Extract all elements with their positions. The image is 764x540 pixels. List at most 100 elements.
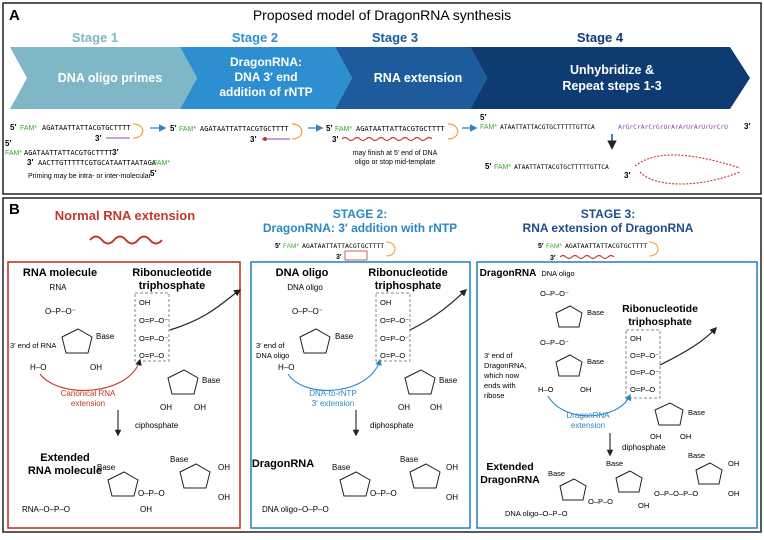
chem-triphosphate: O=P–O <box>380 351 405 360</box>
col2-3prime-2: DNA oligo <box>256 351 289 360</box>
chem-triphosphate: O=P–O <box>139 351 164 360</box>
chem-h-o: H–O <box>538 385 554 394</box>
strand-5-end: 5′ <box>275 243 281 250</box>
stage2-label-1: DragonRNA: <box>230 55 302 69</box>
col3-box <box>476 261 758 529</box>
stage3-note-2: oligo or stop mid-template <box>355 159 436 166</box>
strand-5-end: 5′ <box>485 162 491 171</box>
stage3-label: RNA extension <box>374 71 462 85</box>
fam-label: FAM* <box>20 125 37 132</box>
chem-base: Base <box>400 455 419 464</box>
product-sugar-3 <box>695 462 723 485</box>
product-sugar-2 <box>179 463 211 489</box>
chem-oh: OH <box>650 432 661 441</box>
fam-label: FAM* <box>546 243 562 250</box>
chem-base: Base <box>97 463 116 472</box>
col1-arc-label-1: Canonical RNA <box>61 389 116 398</box>
col3-title-1: STAGE 3: <box>581 207 635 221</box>
strand-5-end: 5′ <box>150 169 156 178</box>
dna-sequence: AGATAATTATTACGTGCTTTT <box>42 124 131 132</box>
col2-title-2: DragonRNA: 3′ addition with rNTP <box>263 221 457 235</box>
chem-oh: OH <box>638 501 649 510</box>
rna-squiggle <box>89 235 163 245</box>
col3-left-label: DragonRNA <box>480 268 537 279</box>
panel-b-frame <box>2 197 762 533</box>
dna-sequence: AGATAATTATTACGTGCTTTT <box>24 149 113 157</box>
col2-box <box>250 261 471 529</box>
strand-3-end: 3′ <box>95 134 101 143</box>
col3-sugar-ring <box>555 305 583 328</box>
stage4-strands: 5′ FAM* ATAATTATTACGTGCTTTTTGTTCA ArGrCr… <box>480 113 750 185</box>
col2-arc-label-1: DNA-to-rNTP <box>309 389 357 398</box>
col1-sugar-ring <box>61 328 93 354</box>
chem-linker: O–P–O–P–O <box>654 489 698 498</box>
col3-mini-hairpin: 5′ FAM* AGATAATTATTACGTGCTTTT 3′ <box>538 241 659 262</box>
chem-oh: OH <box>680 432 691 441</box>
col2-mini-hairpin: 5′ FAM* AGATAATTATTACGTGCTTTT 3′ <box>275 241 396 261</box>
strand-3-end: 3′ <box>332 135 338 144</box>
col3-3prime-4: ends with <box>484 381 516 390</box>
strand-3-end: 3′ <box>250 135 256 144</box>
col3-3prime-2: DragonRNA, <box>484 361 527 370</box>
chem-oh: OH <box>90 363 102 372</box>
chem-triphosphate: O=P–O <box>630 385 655 394</box>
chem-triphosphate: O=P–O⁻ <box>139 316 168 325</box>
col2-arc <box>287 358 382 391</box>
stage1-heading: Stage 1 <box>72 30 118 45</box>
chem-base: Base <box>439 376 458 385</box>
col2-sugar-ring-2 <box>404 369 436 395</box>
stage2-hairpin: 5′ FAM* AGATAATTATTACGTGCTTTT 3′ <box>170 123 303 144</box>
col1-3prime: 3′ end of RNA <box>10 341 56 350</box>
col2-right-label-1: Ribonucleotide <box>368 267 447 279</box>
strand-3-end: 3′ <box>112 148 118 157</box>
triphosphate-dashed-box <box>625 329 661 399</box>
chem-oh: OH <box>728 489 739 498</box>
col3-right-label-1: Ribonucleotide <box>622 303 698 315</box>
fam-label: FAM* <box>335 126 352 133</box>
chem-base: Base <box>688 408 705 417</box>
product-sugar-2 <box>409 463 441 489</box>
col1-arc-label-2: extension <box>71 399 105 408</box>
col2-byproduct: diphosphate <box>370 421 414 430</box>
chem-phosphate: O–P–O⁻ <box>45 307 76 316</box>
chem-oh: OH <box>580 385 591 394</box>
fam-label: FAM* <box>283 243 299 250</box>
col2-left-label: DNA oligo <box>276 267 329 279</box>
chem-phosphate: O–P–O⁻ <box>292 307 323 316</box>
out-arrow <box>659 326 717 366</box>
stage4-chevron <box>470 47 750 109</box>
col1-arc <box>39 358 142 391</box>
dna-sequence: AGATAATTATTACGTGCTTTT <box>565 242 647 250</box>
strand-3-end: 3′ <box>27 158 33 167</box>
chem-dna-oligo: DNA oligo <box>287 283 323 292</box>
chem-base: Base <box>548 469 565 478</box>
strand-5-end: 5′ <box>326 124 332 133</box>
col3-3prime-1: 3′ end of <box>484 351 513 360</box>
stage4-label-2: Repeat steps 1-3 <box>562 79 661 93</box>
chem-oh: OH <box>218 463 230 472</box>
strand-3-end: 3′ <box>336 254 342 261</box>
col2-content: DNA oligo Ribonucleotide triphosphate DN… <box>252 267 468 514</box>
chem-base: Base <box>587 357 604 366</box>
strand-5-end: 5′ <box>170 124 176 133</box>
fam-label: FAM* <box>153 160 170 167</box>
col3-3prime-5: ribose <box>484 391 504 400</box>
chem-oh: OH <box>430 403 442 412</box>
col3-sugar-ring-3 <box>654 402 684 426</box>
strand-5-end: 5′ <box>5 139 11 148</box>
fam-label: FAM* <box>480 124 497 131</box>
col2-3prime-1: 3′ end of <box>256 341 285 350</box>
dna-sequence: AGATAATTATTACGTGCTTTT <box>356 125 445 133</box>
col3-product-2: DragonRNA <box>480 474 540 486</box>
chem-triphosphate: OH <box>139 298 150 307</box>
chem-base: Base <box>335 332 354 341</box>
stage1-note: Priming may be intra- or inter-molecular <box>28 173 152 180</box>
chem-oh: OH <box>140 505 152 514</box>
fam-label: FAM* <box>494 164 511 171</box>
col3-arc-label-1: DragonRNA <box>566 411 610 420</box>
panel-a-title: Proposed model of DragonRNA synthesis <box>253 7 511 23</box>
chem-oh: OH <box>446 463 458 472</box>
stage1-hairpin: 5′ FAM* AGATAATTATTACGTGCTTTT 3′ <box>10 123 144 143</box>
col1-title: Normal RNA extension <box>55 208 195 223</box>
